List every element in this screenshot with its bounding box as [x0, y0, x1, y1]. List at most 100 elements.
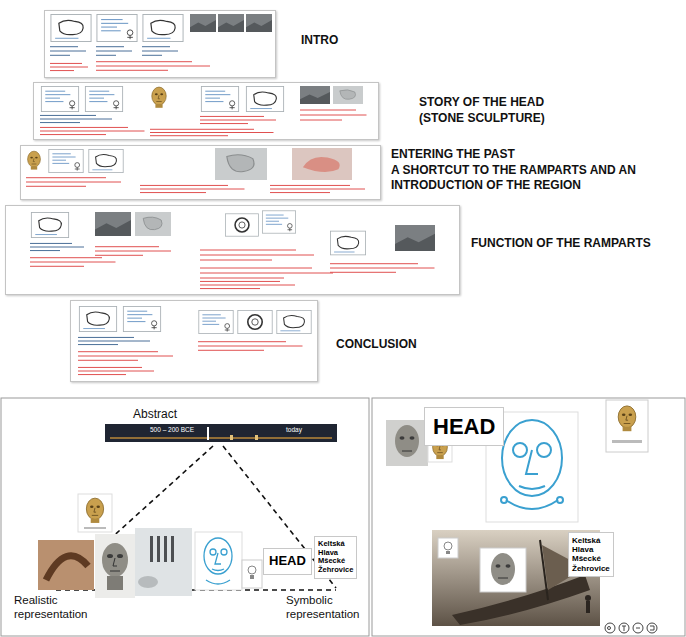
storyboard-thumbnails [41, 86, 78, 111]
storyboard-thumbnails [277, 310, 311, 333]
section-title: FUNCTION OF THE RAMPARTS [471, 236, 676, 252]
section-title: A SHORTCUT TO THE RAMPARTS AND AN INTROD… [391, 163, 677, 194]
storyboard-thumbnails [142, 47, 178, 56]
storyboard-thumbnails [28, 151, 41, 169]
storyboard-thumbnails [199, 310, 233, 333]
storyboard-strip: ENTERING THE PASTA SHORTCUT TO THE RAMPA… [20, 145, 381, 200]
section-heading: FUNCTION OF THE RAMPARTS [471, 236, 676, 252]
left-panel-images [117, 554, 123, 558]
storyboard-thumbnails [40, 127, 145, 134]
storyboard-thumbnails [201, 86, 238, 111]
right-panel-images [586, 601, 590, 613]
storyboard-thumbnails [215, 148, 267, 180]
timeline-bar [110, 437, 332, 439]
storyboard-thumbnails [26, 14, 435, 375]
storyboard-thumbnails [96, 62, 210, 71]
timeline-bar [230, 435, 233, 440]
right-panel-images [513, 443, 527, 457]
storyboard-thumbnails [85, 86, 122, 111]
storyboard-thumbnails [225, 214, 258, 236]
left-panel-images [46, 556, 88, 580]
storyboard-strip: FUNCTION OF THE RAMPARTS [5, 205, 460, 295]
section-heading: CONCLUSION [336, 337, 446, 353]
left-panel-images [204, 538, 232, 574]
left-panel-images [135, 528, 192, 596]
right-panel-images [386, 420, 428, 466]
panel-frame [1, 398, 685, 636]
right-panel-images [402, 451, 412, 452]
left-panel-images [250, 575, 254, 579]
storyboard-thumbnails [395, 225, 435, 251]
section-heading: ENTERING THE PASTA SHORTCUT TO THE RAMPA… [391, 147, 677, 194]
panel-frame [372, 398, 685, 636]
tag-text: Keltská Hlava Mšecké Žehrovice [318, 540, 353, 575]
left-panel-images [138, 576, 158, 588]
timeline-bar [105, 424, 337, 442]
storyboard-thumbnails [198, 342, 303, 351]
head-tag: HEAD [263, 548, 312, 575]
section-title: INTRO [301, 33, 411, 49]
left-panel-images [102, 543, 128, 577]
left-panel-images [86, 498, 103, 523]
tag-text: HEAD [433, 414, 495, 439]
right-panel-images [612, 440, 642, 443]
left-panel-images [210, 549, 216, 555]
right-panel-images [501, 420, 563, 509]
storyboard-thumbnails [89, 149, 123, 172]
section-heading: INTRO [301, 33, 411, 49]
right-panel-images [502, 420, 562, 496]
storyboard-thumbnails [40, 115, 112, 122]
storyboard-thumbnails [51, 14, 91, 41]
left-panel-images [164, 536, 167, 562]
section-heading: STORY OF THE HEAD (STONE SCULPTURE) [419, 95, 589, 126]
storyboard-thumbnails [330, 264, 435, 273]
section-title: STORY OF THE HEAD (STONE SCULPTURE) [419, 95, 589, 126]
left-panel-images [195, 532, 242, 590]
storyboard-thumbnails [330, 231, 365, 255]
storyboard-thumbnails [246, 86, 283, 111]
tag-text: Keltská Hlava Mšecké Žehrovice [572, 536, 610, 573]
left-panel-images [84, 527, 106, 529]
storyboard-thumbnails [246, 14, 272, 32]
storyboard-thumbnails [190, 14, 216, 32]
right-panel-images [501, 497, 507, 503]
storyboard-thumbnails [123, 306, 160, 331]
licence-icons [605, 623, 615, 633]
left-panel-images [107, 576, 123, 590]
left-panel-images [38, 494, 262, 598]
storyboard-strip: INTRO [44, 10, 276, 78]
storyboard-strip: CONCLUSION [70, 300, 318, 382]
storyboard-thumbnails [78, 367, 154, 374]
storyboard-strip: STORY OF THE HEAD (STONE SCULPTURE) [33, 82, 379, 140]
title-tag: Keltská Hlava Mšecké Žehrovice [314, 536, 357, 579]
storyboard-thumbnails [78, 352, 173, 361]
licence-icons [647, 623, 657, 633]
right-panel-images [496, 564, 501, 568]
axis-label: Realistic representation [14, 594, 100, 622]
left-panel-images [221, 549, 227, 555]
storyboard-thumbnails [262, 211, 295, 233]
storyboard-thumbnails [96, 47, 132, 56]
right-panel-images [395, 425, 419, 457]
storyboard-thumbnails [30, 243, 84, 250]
right-panel-images [506, 564, 511, 568]
storyboard-thumbnails [152, 87, 166, 108]
storyboard-thumbnails [50, 63, 88, 70]
title-tag: Keltská Hlava Mšecké Žehrovice [568, 532, 614, 577]
licence-icons [608, 627, 611, 630]
right-panel-images [480, 548, 526, 592]
left-panel-images [110, 558, 120, 571]
storyboard-thumbnails [49, 149, 83, 172]
right-panel-images [400, 436, 405, 440]
right-panel-images [446, 551, 450, 554]
left-panel-images [107, 554, 113, 558]
right-panel-images [498, 578, 508, 579]
storyboard-thumbnails [95, 212, 131, 236]
panel-frame [1, 398, 369, 636]
left-panel-images [78, 494, 112, 532]
right-panel-images [506, 450, 558, 509]
storyboard-thumbnails [200, 268, 333, 278]
left-panel-images [206, 553, 230, 584]
storyboard-thumbnails [200, 281, 295, 288]
